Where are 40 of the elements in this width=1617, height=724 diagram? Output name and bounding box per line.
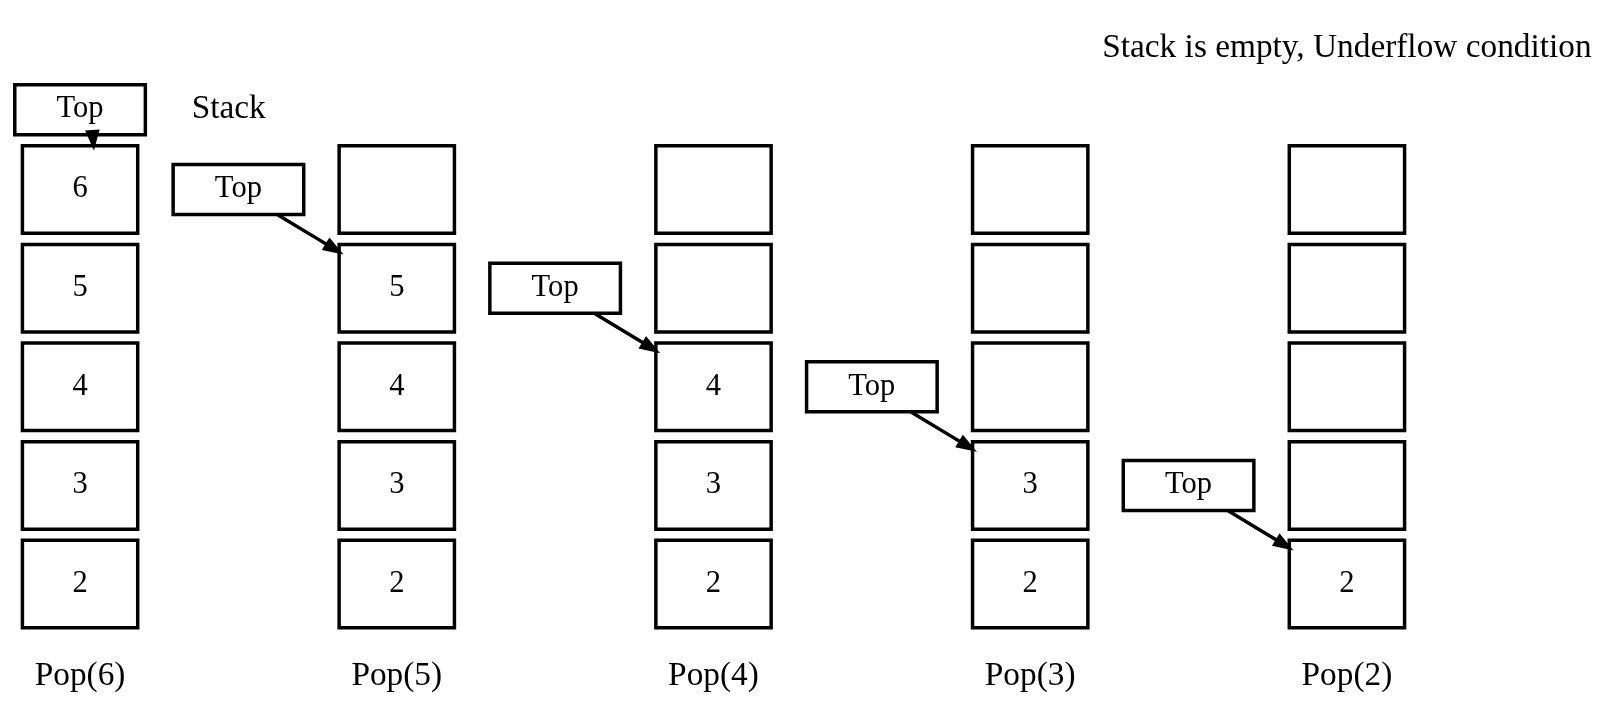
label: Pop(3) bbox=[984, 654, 1076, 692]
node-box: Top bbox=[487, 260, 622, 315]
node-box: 3 bbox=[336, 439, 456, 531]
node-box bbox=[1287, 242, 1406, 334]
node-box: 2 bbox=[20, 538, 139, 630]
node-box: Top bbox=[804, 359, 939, 414]
arrow bbox=[1226, 508, 1294, 550]
node-box: 2 bbox=[970, 538, 1090, 630]
node-box bbox=[1287, 439, 1406, 531]
label: Stack bbox=[191, 87, 266, 125]
node-box: Top bbox=[170, 162, 305, 216]
label: Pop(5) bbox=[350, 654, 442, 692]
arrow bbox=[276, 212, 343, 254]
node-box bbox=[653, 242, 773, 334]
label: Pop(4) bbox=[667, 654, 759, 692]
node-box bbox=[970, 143, 1090, 235]
node-box: 2 bbox=[336, 538, 456, 630]
node-box: 2 bbox=[653, 538, 773, 630]
node-box: 5 bbox=[336, 242, 456, 334]
label: Pop(2) bbox=[1301, 654, 1392, 692]
node-box: 4 bbox=[336, 340, 456, 432]
node-box bbox=[653, 143, 773, 235]
arrow bbox=[592, 311, 660, 353]
node-box: 3 bbox=[970, 439, 1090, 531]
label: Stack is empty, Underflow condition bbox=[1101, 26, 1592, 64]
node-box: 6 bbox=[20, 143, 139, 235]
node-box bbox=[1287, 143, 1406, 235]
label: Pop(6) bbox=[34, 654, 125, 692]
node-box: 5 bbox=[20, 242, 139, 334]
node-box bbox=[1287, 340, 1406, 432]
node-box: 4 bbox=[20, 340, 139, 432]
node-box bbox=[970, 340, 1090, 432]
node-box: Top bbox=[1121, 458, 1256, 512]
arrow bbox=[84, 128, 100, 151]
node-box bbox=[970, 242, 1090, 334]
node-box: 3 bbox=[20, 439, 139, 531]
node-box: 2 bbox=[1287, 538, 1406, 630]
node-box: 3 bbox=[653, 439, 773, 531]
node-box: 4 bbox=[653, 340, 773, 432]
node-box bbox=[336, 143, 456, 235]
